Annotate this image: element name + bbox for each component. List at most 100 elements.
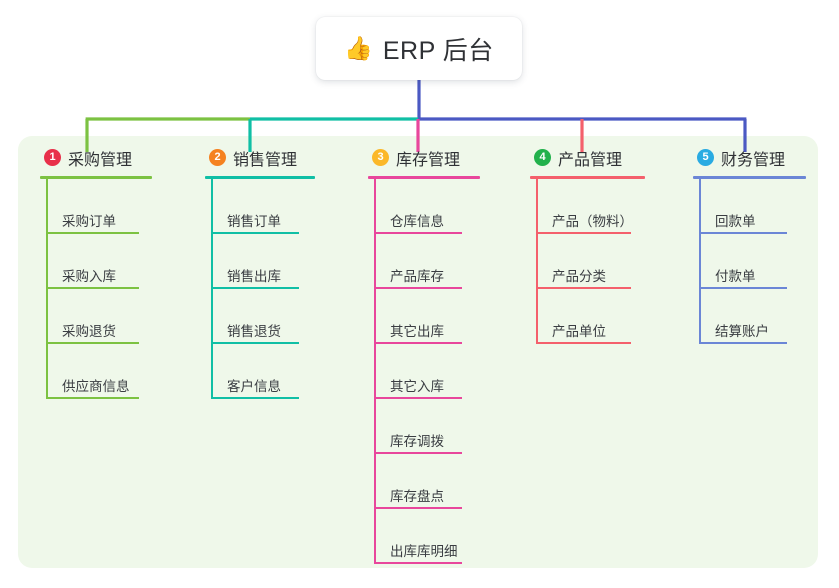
leaf-node-underline [536, 287, 631, 289]
leaf-node-label: 库存盘点 [390, 489, 444, 504]
leaf-node-underline [699, 232, 787, 234]
thumbs-up-icon: 👍 [344, 35, 373, 61]
leaf-node[interactable]: 产品单位 [530, 289, 645, 344]
leaf-node-label: 采购退货 [62, 324, 116, 339]
branch-spine-line [374, 179, 376, 564]
leaf-node[interactable]: 产品库存 [368, 234, 480, 289]
leaf-node-underline [211, 342, 299, 344]
leaf-node[interactable]: 供应商信息 [40, 344, 152, 399]
branch-column-1: 1 采购管理采购订单采购入库采购退货供应商信息 [40, 145, 152, 399]
leaf-node[interactable]: 销售退货 [205, 289, 315, 344]
leaf-node[interactable]: 其它出库 [368, 289, 480, 344]
branch-header-underline [368, 176, 480, 179]
branch-header-underline [530, 176, 645, 179]
leaf-node-underline [46, 397, 139, 399]
leaf-node-underline [46, 287, 139, 289]
leaf-node[interactable]: 采购入库 [40, 234, 152, 289]
leaf-node[interactable]: 销售出库 [205, 234, 315, 289]
leaf-node[interactable]: 采购退货 [40, 289, 152, 344]
leaf-node-label: 客户信息 [227, 379, 281, 394]
branch-number-badge: 5 [697, 149, 714, 166]
leaf-node-underline [699, 342, 787, 344]
leaf-node-underline [211, 287, 299, 289]
leaf-node-label: 销售退货 [227, 324, 281, 339]
leaf-node[interactable]: 库存盘点 [368, 454, 480, 509]
leaf-node[interactable]: 销售订单 [205, 179, 315, 234]
leaf-node-underline [211, 397, 299, 399]
leaf-node-label: 其它出库 [390, 324, 444, 339]
branch-header-5[interactable]: 5 财务管理 [693, 145, 806, 170]
branch-column-2: 2 销售管理销售订单销售出库销售退货客户信息 [205, 145, 315, 399]
branch-item-list: 仓库信息产品库存其它出库其它入库库存调拨库存盘点出库库明细 [368, 179, 480, 564]
branch-column-4: 4 产品管理产品（物料） 产品分类产品单位 [530, 145, 645, 344]
branch-header-underline [40, 176, 152, 179]
leaf-node[interactable]: 其它入库 [368, 344, 480, 399]
branch-spine-line [699, 179, 701, 344]
leaf-node[interactable]: 库存调拨 [368, 399, 480, 454]
leaf-node-label: 结算账户 [715, 324, 769, 339]
branch-spine-line [536, 179, 538, 344]
leaf-node-underline [374, 507, 462, 509]
leaf-node-label: 销售出库 [227, 269, 281, 284]
leaf-node-label: 采购入库 [62, 269, 116, 284]
leaf-node[interactable]: 产品分类 [530, 234, 645, 289]
leaf-node-label: 回款单 [715, 214, 756, 229]
leaf-node-label: 产品分类 [552, 269, 606, 284]
branch-title: 销售管理 [233, 151, 298, 169]
leaf-node[interactable]: 付款单 [693, 234, 806, 289]
leaf-node-underline [374, 397, 462, 399]
leaf-node-underline [536, 342, 631, 344]
branch-spine-line [46, 179, 48, 399]
leaf-node-label: 供应商信息 [62, 379, 130, 394]
leaf-node[interactable]: 客户信息 [205, 344, 315, 399]
leaf-node-label: 付款单 [715, 269, 756, 284]
leaf-node-label: 产品单位 [552, 324, 606, 339]
branch-header-underline [693, 176, 806, 179]
leaf-node-underline [211, 232, 299, 234]
leaf-node-label: 采购订单 [62, 214, 116, 229]
leaf-node-underline [46, 232, 139, 234]
branch-title: 产品管理 [558, 151, 623, 169]
branch-spine-line [211, 179, 213, 399]
leaf-node-underline [46, 342, 139, 344]
leaf-node-underline [374, 452, 462, 454]
leaf-node-underline [374, 562, 462, 564]
leaf-node-label: 销售订单 [227, 214, 281, 229]
leaf-node-label: 仓库信息 [390, 214, 444, 229]
branch-header-3[interactable]: 3 库存管理 [368, 145, 480, 170]
branch-item-list: 销售订单销售出库销售退货客户信息 [205, 179, 315, 399]
branch-header-4[interactable]: 4 产品管理 [530, 145, 645, 170]
branch-number-badge: 1 [44, 149, 61, 166]
branch-header-1[interactable]: 1 采购管理 [40, 145, 152, 170]
leaf-node-label: 产品（物料） [552, 214, 633, 229]
leaf-node[interactable]: 回款单 [693, 179, 806, 234]
branch-item-list: 产品（物料） 产品分类产品单位 [530, 179, 645, 344]
leaf-node-label: 出库库明细 [390, 544, 458, 559]
leaf-node-label: 产品库存 [390, 269, 444, 284]
branch-header-2[interactable]: 2 销售管理 [205, 145, 315, 170]
leaf-node[interactable]: 采购订单 [40, 179, 152, 234]
branch-title: 库存管理 [396, 151, 461, 169]
branch-number-badge: 3 [372, 149, 389, 166]
leaf-node-underline [374, 342, 462, 344]
branch-header-underline [205, 176, 315, 179]
branch-item-list: 回款单付款单结算账户 [693, 179, 806, 344]
branch-number-badge: 2 [209, 149, 226, 166]
leaf-node[interactable]: 仓库信息 [368, 179, 480, 234]
leaf-node-underline [699, 287, 787, 289]
branch-title: 财务管理 [721, 151, 786, 169]
leaf-node-label: 其它入库 [390, 379, 444, 394]
root-node-erp-backend[interactable]: 👍 ERP 后台 [316, 17, 522, 80]
leaf-node[interactable]: 产品（物料） [530, 179, 645, 234]
root-node-title: ERP 后台 [382, 36, 494, 65]
leaf-node-underline [374, 232, 462, 234]
leaf-node-label: 库存调拨 [390, 434, 444, 449]
branch-title: 采购管理 [68, 151, 133, 169]
leaf-node[interactable]: 出库库明细 [368, 509, 480, 564]
leaf-node-underline [536, 232, 631, 234]
branch-item-list: 采购订单采购入库采购退货供应商信息 [40, 179, 152, 399]
leaf-node-underline [374, 287, 462, 289]
leaf-node[interactable]: 结算账户 [693, 289, 806, 344]
branch-number-badge: 4 [534, 149, 551, 166]
